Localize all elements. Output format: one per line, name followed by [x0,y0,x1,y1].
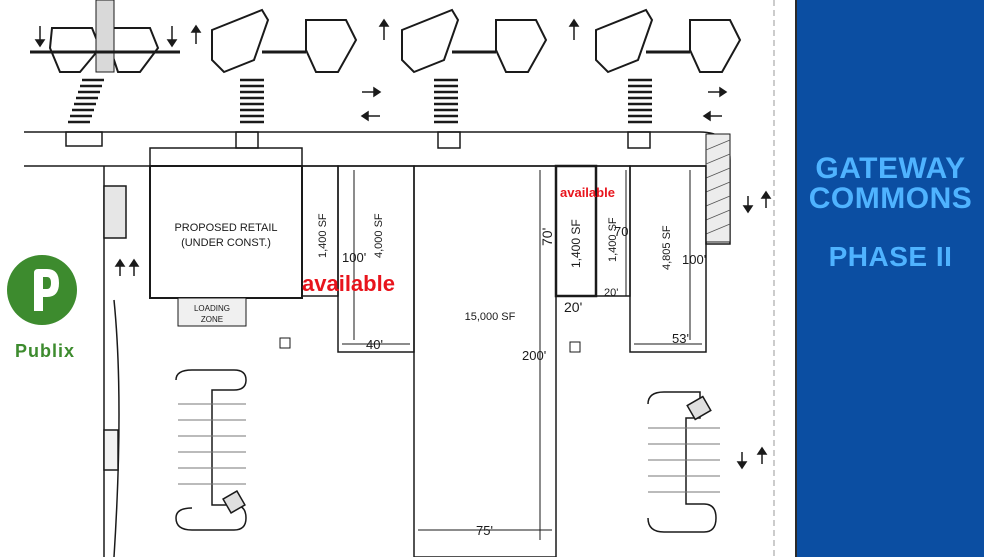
title-panel [797,0,984,557]
proposed-retail-label: PROPOSED RETAIL [174,222,277,234]
dimension-lines [342,170,702,540]
dim-40: 40' [366,337,383,352]
accessible-ramp [686,395,712,421]
anchor-store-edge [103,166,127,557]
utility-box [569,341,581,353]
utility-box [279,337,291,349]
crosswalks [68,78,652,124]
dumpster-hatch [705,133,731,243]
label-4000sf: 4,000 SF [373,213,385,258]
loading-zone-label-2: ZONE [201,315,223,324]
loading-zone-label-1: LOADING [194,304,230,313]
panel-divider [786,0,797,557]
proposed-retail-building [149,165,303,299]
subtitle-phase: PHASE II [828,241,953,272]
dim-20-b: 20' [604,287,618,299]
accessible-ramp [222,490,246,514]
dim-70-b: 70 [614,224,628,239]
publix-p-icon [34,269,59,311]
top-parking-islands [48,8,742,74]
pad-sites [301,164,707,557]
dim-100-b: 100' [682,252,706,267]
label-15000sf: 15,000 SF [465,311,516,323]
available-label-1: available [302,271,395,296]
title-gateway: GATEWAY [815,152,966,185]
dim-200: 200' [522,348,546,363]
publix-wordmark: Publix [14,341,75,361]
site-plan-map: PROPOSED RETAIL (UNDER CONST.) LOADING Z… [24,0,775,557]
under-construction-label: (UNDER CONST.) [181,237,271,249]
label-4805sf: 4,805 SF [661,225,673,270]
label-1400sf-c: 1,400 SF [607,217,619,262]
available-label-2: available [560,185,615,200]
lower-parking [175,369,720,533]
dim-53: 53' [672,331,689,346]
publix-logo-icon: Publix [3,255,85,365]
walkway-strip [95,0,115,73]
label-1400sf-b: 1,400 SF [569,219,583,268]
dim-75: 75' [476,523,493,538]
dim-100-a: 100' [342,250,366,265]
label-1400sf-a: 1,400 SF [317,213,329,258]
publix-emblem [7,255,77,325]
traffic-arrows [34,18,772,470]
dim-70-a: 70' [539,228,555,246]
title-commons: COMMONS [808,182,973,215]
dim-20-a: 20' [564,299,582,315]
loading-zone [177,297,247,327]
